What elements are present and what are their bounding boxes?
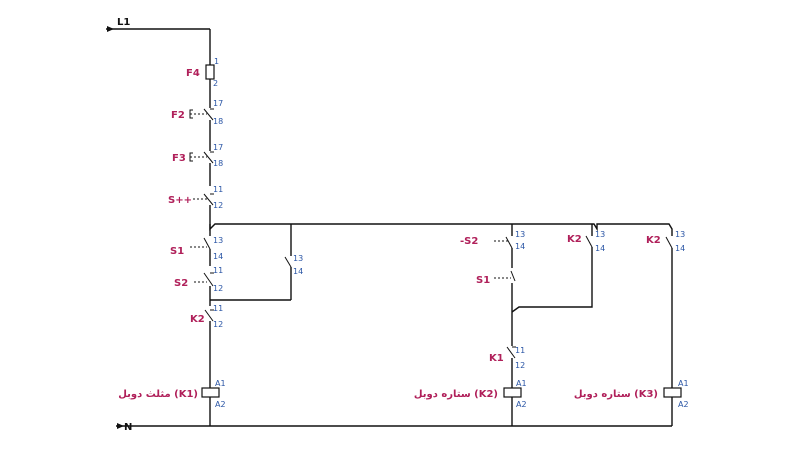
k2c4-pin-bot: 14 [675, 244, 685, 253]
neutral-rail: N [116, 422, 672, 433]
l1-rail: L1 [106, 17, 211, 62]
l1-label: L1 [117, 17, 130, 28]
coil1-a2: A2 [215, 400, 226, 409]
s-pp-label: S++ [168, 195, 192, 206]
s1-label: S1 [170, 246, 184, 257]
s2-mid-contact: -S2 13 14 [460, 230, 525, 268]
hold-pin-bot: 14 [293, 267, 303, 276]
coil2-a2: A2 [516, 400, 527, 409]
f4-pin-bot: 2 [213, 79, 218, 88]
k2-contact-col3: K2 13 14 [567, 230, 605, 253]
k2-left-label: K2 [190, 314, 205, 325]
coil3-a1: A1 [678, 379, 689, 388]
hold-pin-top: 13 [293, 254, 303, 263]
s2m-pin-top: 13 [515, 230, 525, 239]
f3-label: F3 [172, 153, 186, 164]
k2-interlock-contact-left: K2 11 12 [190, 304, 223, 388]
k1-mid-label: K1 [489, 353, 504, 364]
neutral-label: N [124, 422, 132, 433]
k2-c3-label: K2 [567, 234, 582, 245]
k1-hold-contact: 13 14 [210, 254, 303, 301]
s-pp-contact: S++ 11 12 [168, 185, 223, 224]
k1-interlock-contact: K1 11 12 [489, 346, 525, 388]
s1-mid-label: S1 [476, 275, 490, 286]
coil3-a2: A2 [678, 400, 689, 409]
s-pp-pin-top: 11 [213, 185, 223, 194]
s1-mid-contact: S1 [476, 247, 593, 346]
k2-c4-label: K2 [646, 235, 661, 246]
coil-k2-label: ستاره دوبل (K2) [414, 389, 498, 400]
control-bus [209, 223, 673, 256]
f4-label: F4 [186, 68, 200, 79]
s-pp-pin-bot: 12 [213, 201, 223, 210]
coil-k2: A1 A2 ستاره دوبل (K2) [414, 379, 527, 426]
f2-pin-top: 17 [213, 99, 223, 108]
coil-k1: A1 A2 مثلث دوبل (K1) [118, 379, 226, 426]
f2-contact: F2 17 18 [171, 98, 223, 142]
s2-mid-label: -S2 [460, 236, 478, 247]
s1-start-button: S1 13 14 [170, 236, 223, 266]
k2-contact-col4: K2 13 14 [646, 230, 685, 388]
f3-pin-bot: 18 [213, 159, 223, 168]
coil1-a1: A1 [215, 379, 226, 388]
s2-pin-top: 11 [213, 266, 223, 275]
f2-pin-bot: 18 [213, 117, 223, 126]
f4-pin-top: 1 [214, 57, 219, 66]
f3-pin-top: 17 [213, 143, 223, 152]
k2l-pin-bot: 12 [213, 320, 223, 329]
coil-k1-label: مثلث دوبل (K1) [118, 389, 198, 400]
k1m-pin-bot: 12 [515, 361, 525, 370]
coil2-a1: A1 [516, 379, 527, 388]
coil-k3: A1 A2 ستاره دوبل (K3) [574, 379, 689, 426]
f4-fuse: F4 1 2 [186, 57, 219, 98]
s1-pin-top: 13 [213, 236, 223, 245]
k2c3-pin-bot: 14 [595, 244, 605, 253]
f3-contact: F3 17 18 [172, 142, 223, 186]
s2-label: S2 [174, 278, 188, 289]
coil-k3-label: ستاره دوبل (K3) [574, 389, 658, 400]
s2-stop-button: S2 11 12 [174, 266, 223, 306]
k2c3-pin-top: 13 [595, 230, 605, 239]
s1-pin-bot: 14 [213, 252, 223, 261]
k2l-pin-top: 11 [213, 304, 223, 313]
s2-pin-bot: 12 [213, 284, 223, 293]
k1m-pin-top: 11 [515, 346, 525, 355]
f2-label: F2 [171, 110, 185, 121]
s2m-pin-bot: 14 [515, 242, 525, 251]
k2c4-pin-top: 13 [675, 230, 685, 239]
